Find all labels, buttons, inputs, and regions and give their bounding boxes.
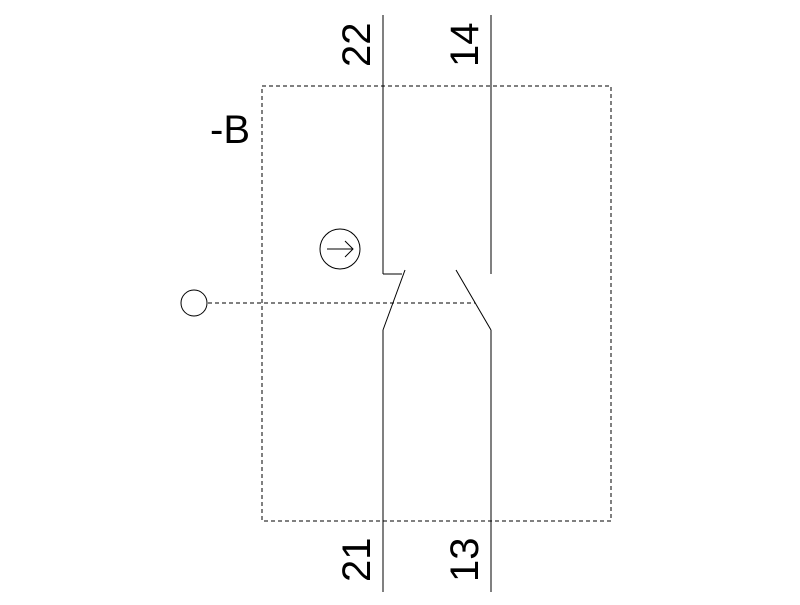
terminal-label-nc-top: 22	[335, 23, 379, 68]
no-contact	[455, 15, 492, 592]
device-label: -B	[210, 108, 250, 152]
direction-arrow-head	[344, 240, 354, 258]
direction-arrow-icon	[319, 228, 361, 270]
nc-contact	[382, 15, 406, 592]
terminal-label-no-top: 14	[443, 23, 487, 68]
no-moving-blade	[455, 269, 492, 331]
direction-symbol-ring	[319, 228, 361, 270]
terminal-label-nc-bottom: 21	[335, 538, 379, 583]
terminal-label-no-bottom: 13	[443, 538, 487, 583]
actuator-circle-icon	[180, 289, 208, 317]
nc-moving-blade	[382, 269, 406, 331]
